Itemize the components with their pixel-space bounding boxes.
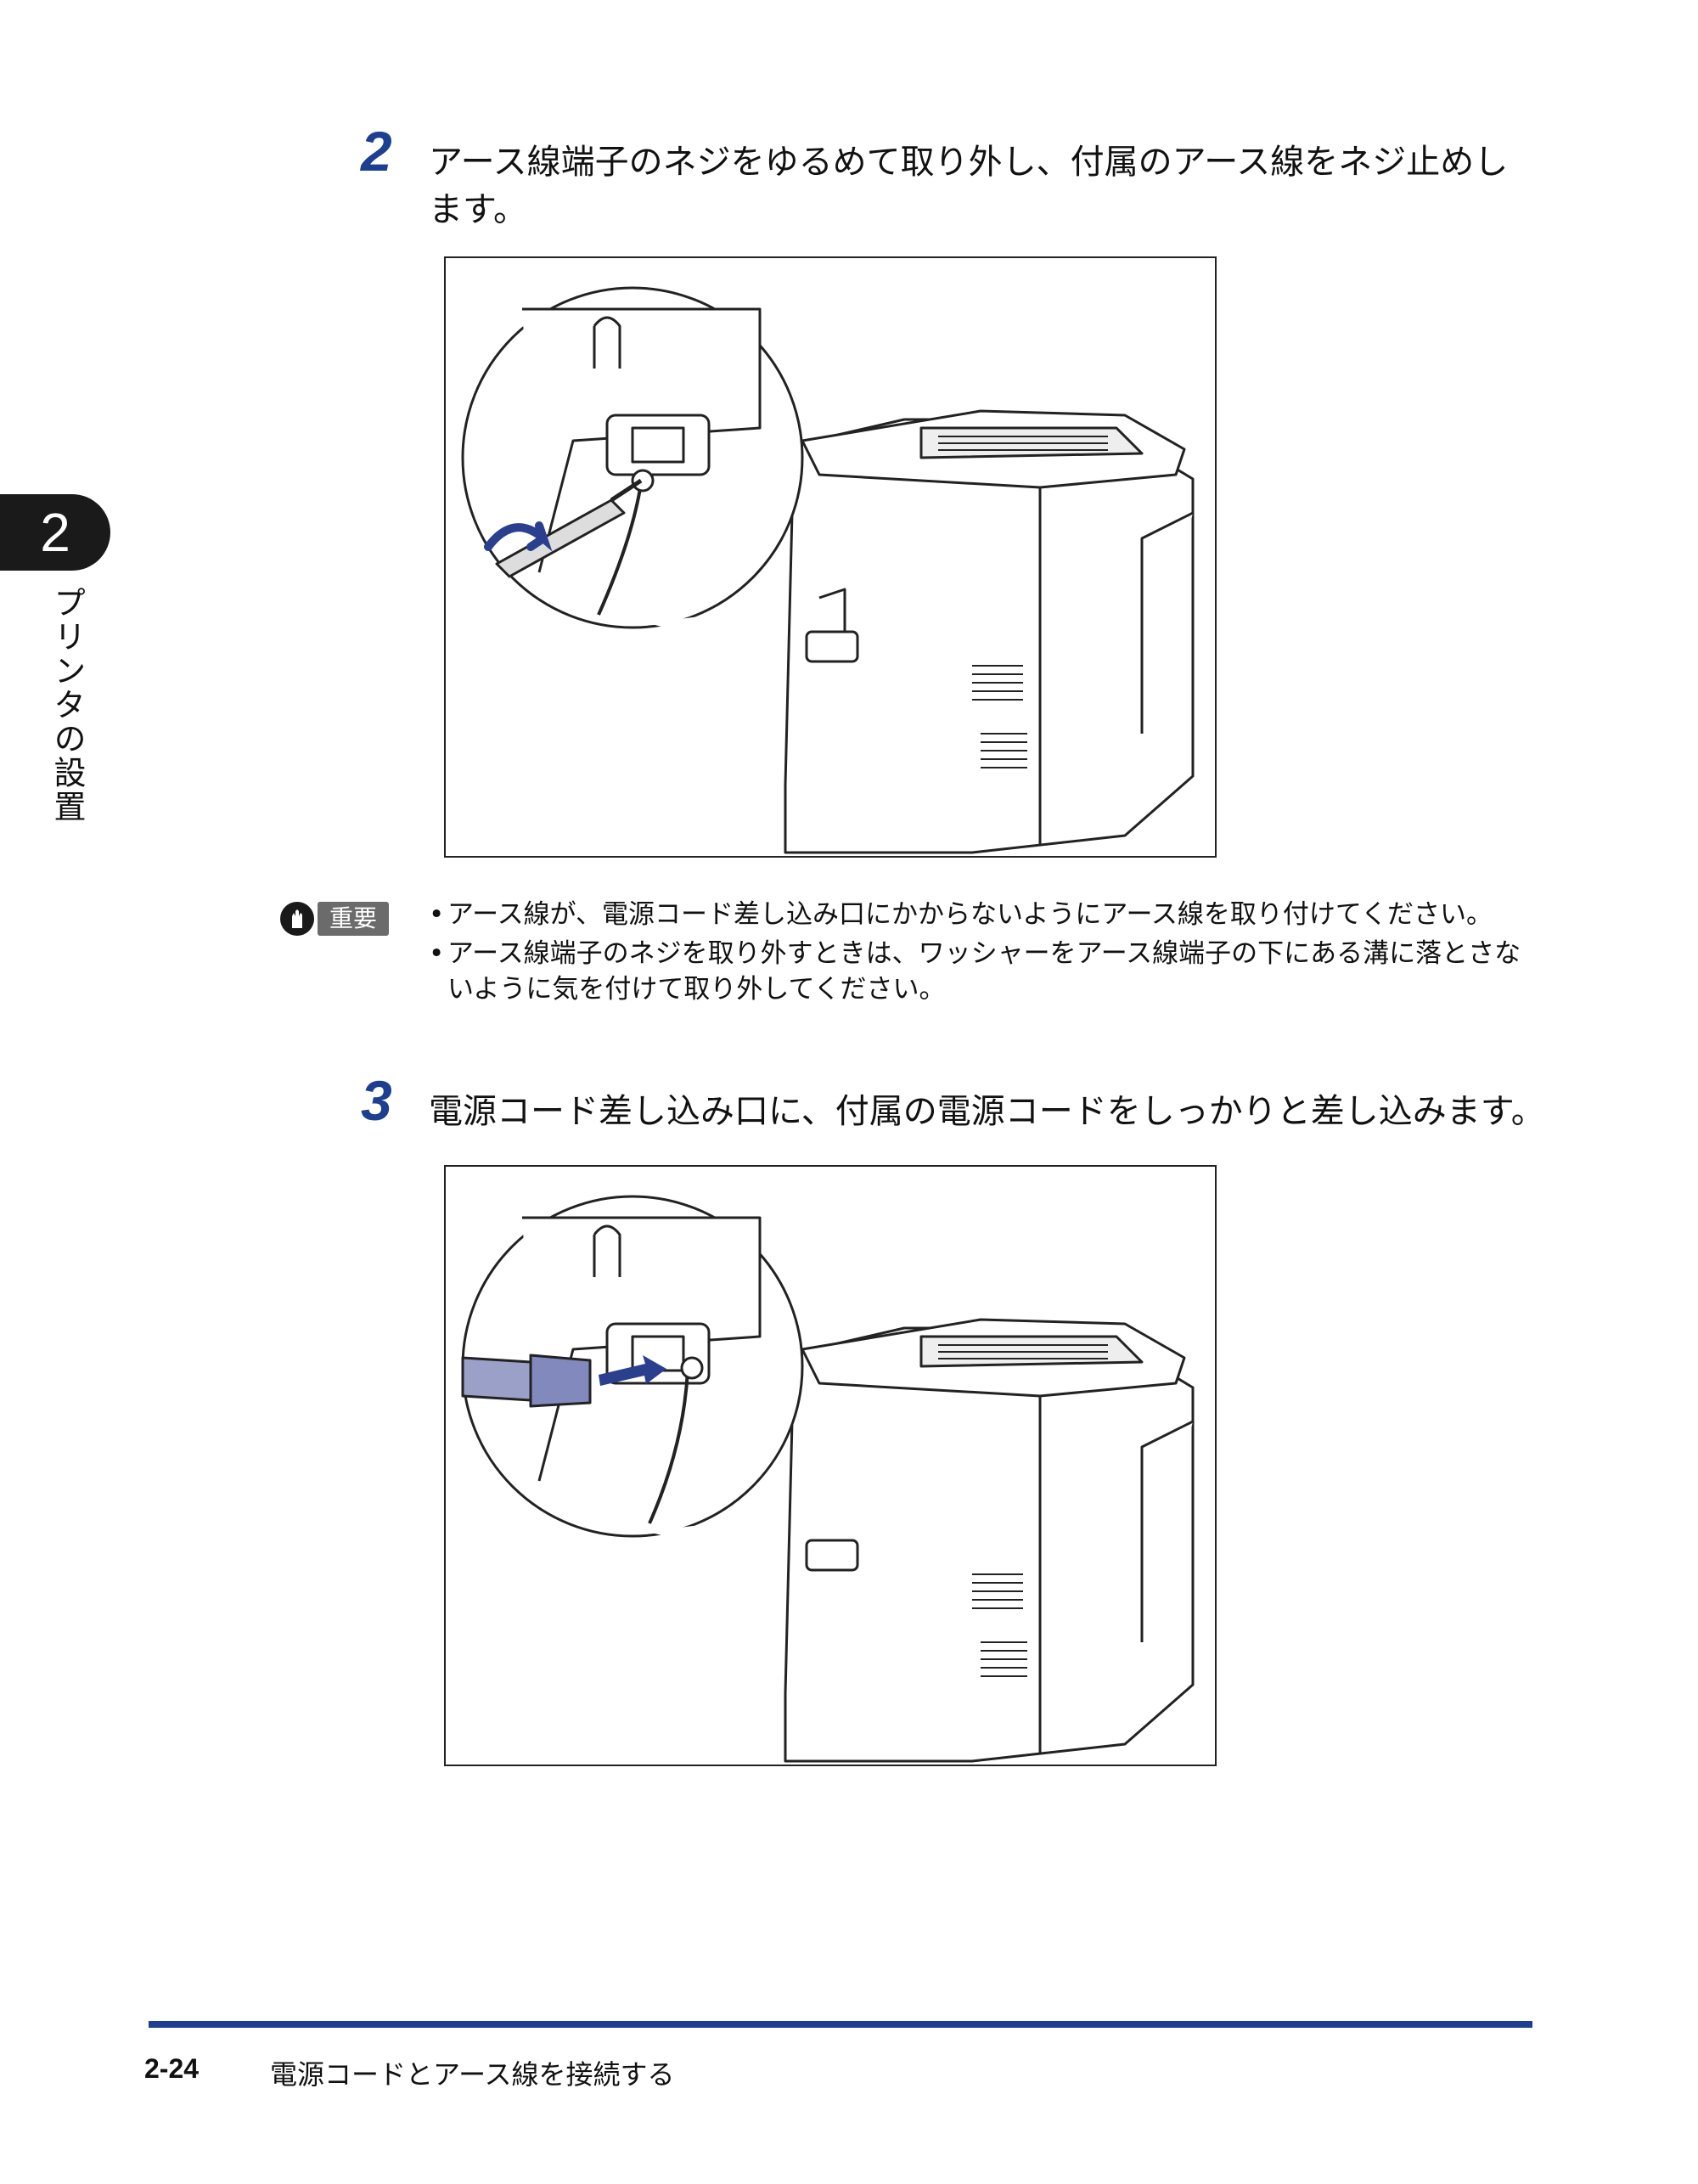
note-item: アース線端子のネジを取り外すときは、ワッシャーをアース線端子の下にある溝に落とさ…: [429, 936, 1532, 1007]
important-label: 重要: [318, 902, 390, 936]
step-2-text: アース線端子のネジをゆるめて取り外し、付属のアース線をネジ止めし ます。: [429, 138, 1508, 234]
figure-power-cord: [444, 1165, 1217, 1766]
step-3-number: 3: [361, 1069, 392, 1132]
printer-power-cord-illustration: [461, 1195, 1195, 1763]
step-2-text-line2: ます。: [429, 190, 527, 229]
hand-stop-icon: [280, 902, 314, 936]
important-note-badge: 重要: [280, 902, 396, 936]
printer-ground-wire-illustration: [461, 286, 1195, 854]
important-note-list: アース線が、電源コード差し込み口にかからないようにアース線を取り付けてください。…: [429, 897, 1532, 1010]
chapter-title: プリンタの設置: [48, 586, 86, 824]
step-2-number: 2: [361, 120, 392, 183]
step-2-text-line1: アース線端子のネジをゆるめて取り外し、付属のアース線をネジ止めし: [429, 143, 1509, 182]
note-item: アース線が、電源コード差し込み口にかからないようにアース線を取り付けてください。: [429, 897, 1532, 932]
chapter-tab: 2: [0, 494, 110, 571]
chapter-number: 2: [40, 502, 70, 563]
footer-title: 電源コードとアース線を接続する: [270, 2058, 675, 2091]
figure-ground-wire: [444, 256, 1217, 858]
page-number: 2-24: [144, 2053, 200, 2084]
step-3-text: 電源コード差し込み口に、付属の電源コードをしっかりと差し込みます。: [429, 1092, 1545, 1131]
footer-rule: [149, 2021, 1532, 2028]
